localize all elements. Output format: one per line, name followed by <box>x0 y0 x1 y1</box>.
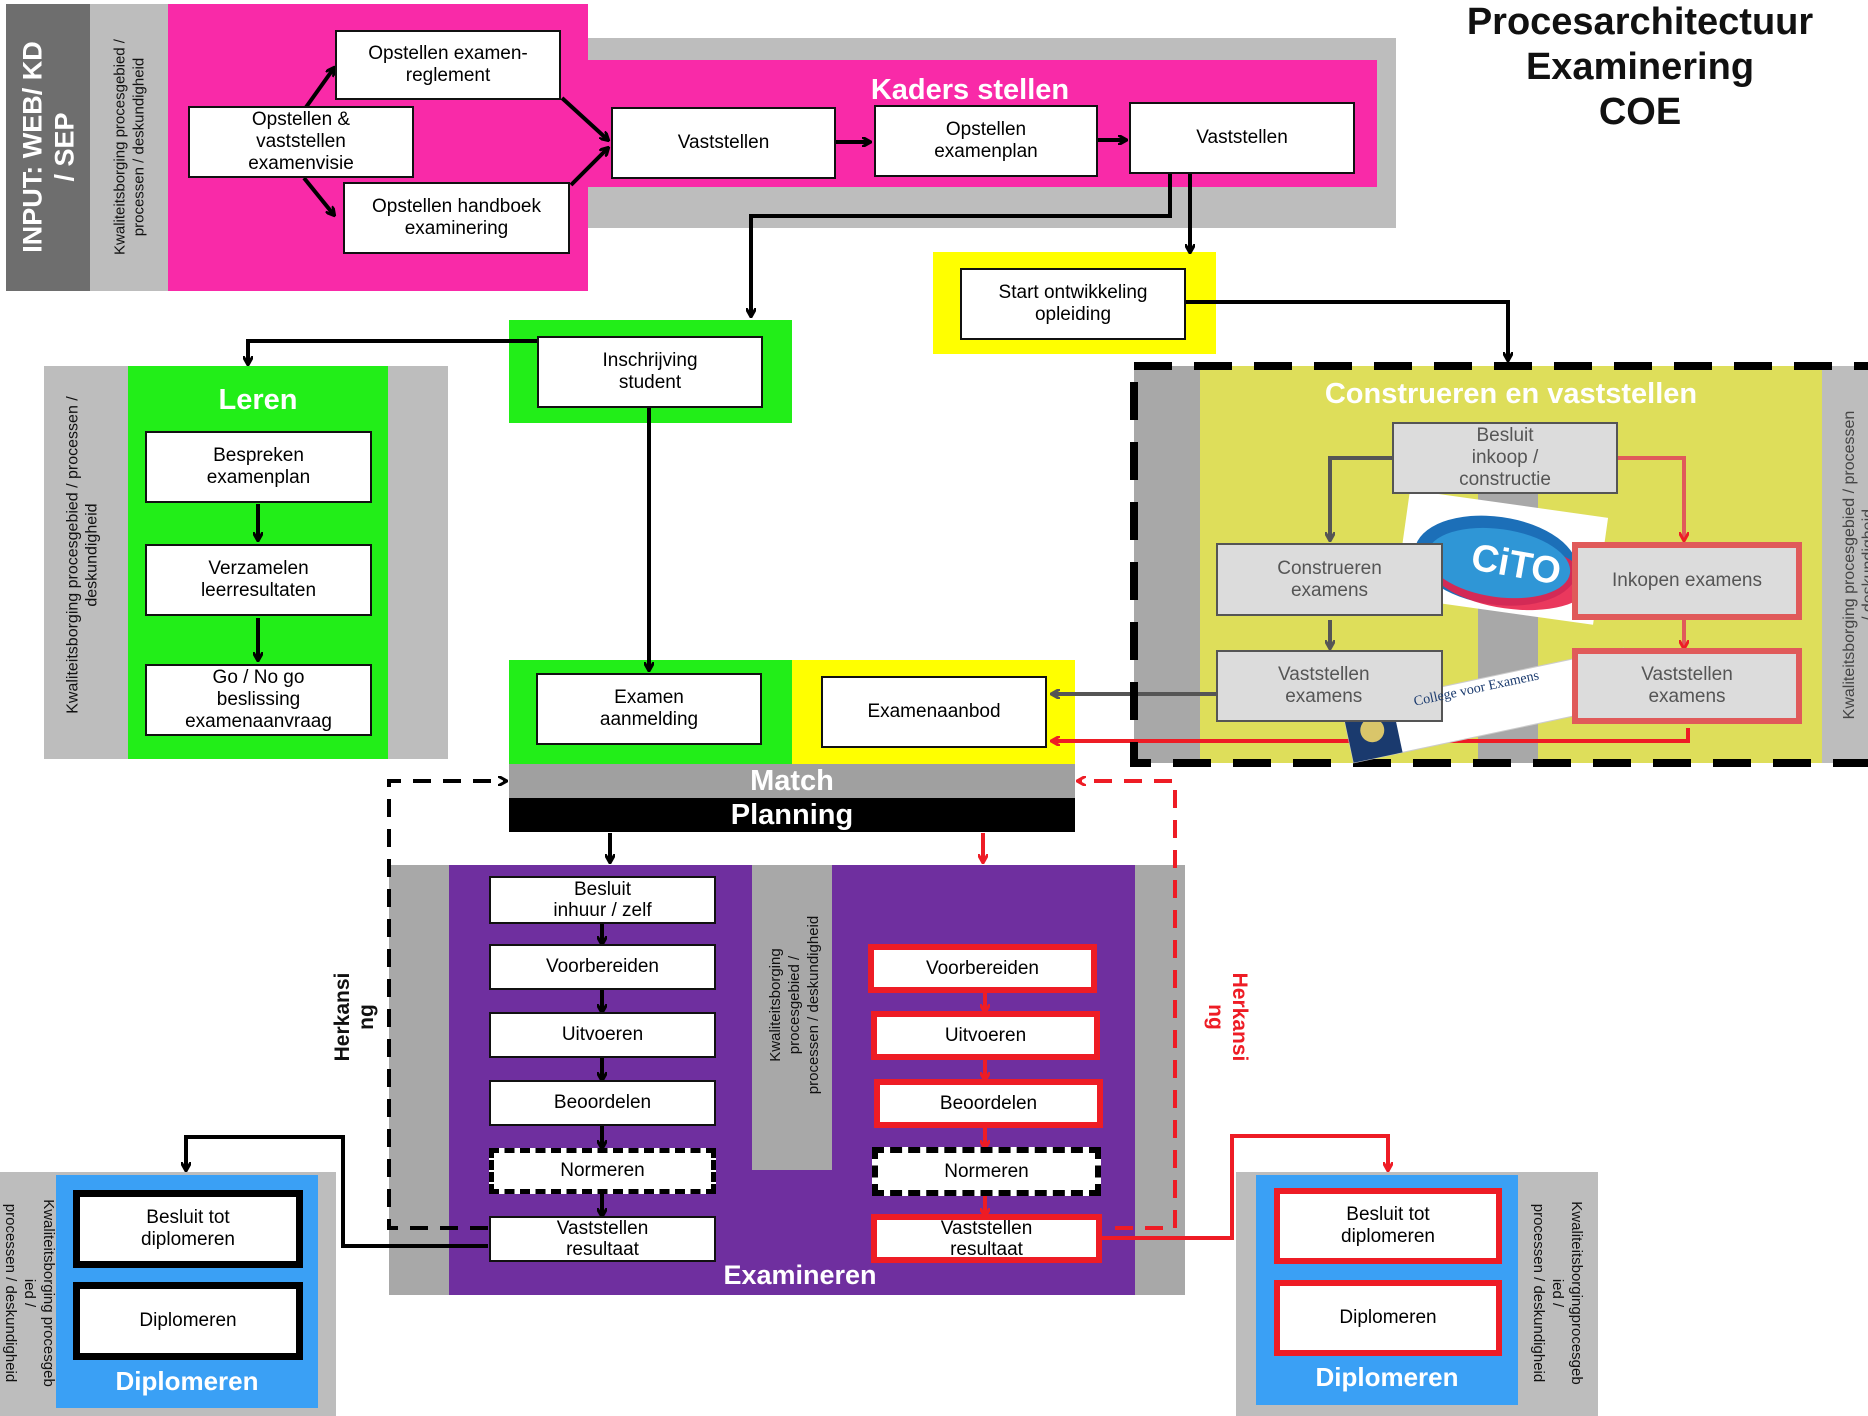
inkopen-examens-box: Inkopen examens <box>1572 542 1802 620</box>
herkansing-right-label: Herkansi ng <box>1204 972 1251 1062</box>
leren-title: Leren <box>218 384 298 416</box>
voorbereiden-left-box: Voorbereiden <box>489 944 716 990</box>
voorbereiden-right-box: Voorbereiden <box>868 944 1097 993</box>
input-panel <box>6 4 90 291</box>
kwaliteit-top-panel <box>90 4 168 291</box>
vaststellen-examens-left-box: Vaststellen examens <box>1216 650 1443 722</box>
beoordelen-left-box: Beoordelen <box>489 1080 716 1126</box>
examenaanbod-box: Examenaanbod <box>821 676 1047 748</box>
vaststellen-examens-right-box: Vaststellen examens <box>1572 648 1802 724</box>
dipl-left-title: Diplomeren <box>115 1366 259 1396</box>
diplomeren-left-box: Diplomeren <box>73 1282 303 1360</box>
construeren-examens-box: Construeren examens <box>1216 543 1443 616</box>
match-label: Match <box>750 765 834 797</box>
planning-bar <box>509 798 1075 832</box>
start-ontwikkeling-box: Start ontwikkeling opleiding <box>960 268 1186 340</box>
title-line-3: COE <box>1598 91 1682 133</box>
examen-aanmelding-box: Examen aanmelding <box>536 673 762 745</box>
normeren-right-box: Normeren <box>872 1147 1101 1196</box>
opstellen-examenplan-box: Opstellen examenplan <box>874 105 1098 177</box>
page-title: Procesarchitectuur Examinering COE <box>1420 0 1860 135</box>
beoordelen-right-box: Beoordelen <box>874 1079 1103 1128</box>
besluit-inkoop-box: Besluit inkoop / constructie <box>1392 422 1618 494</box>
examineren-title: Examineren <box>723 1260 877 1290</box>
title-line-2: Examinering <box>1525 46 1755 88</box>
bespreken-examenplan-box: Bespreken examenplan <box>145 431 372 503</box>
opstellen-reglement-box: Opstellen examen- reglement <box>335 30 561 100</box>
construeren-kwal-strip <box>1822 366 1868 763</box>
diplomeren-right-box: Diplomeren <box>1274 1280 1502 1356</box>
title-line-1: Procesarchitectuur <box>1466 1 1814 43</box>
normeren-left-box: Normeren <box>489 1148 716 1194</box>
vaststellen-resultaat-left-box: Vaststellen resultaat <box>489 1216 716 1262</box>
match-bar <box>509 764 1075 798</box>
dipl-right-title: Diplomeren <box>1315 1362 1459 1392</box>
herkansing-left-label: Herkansi ng <box>331 972 378 1062</box>
besluit-diplomeren-right-box: Besluit tot diplomeren <box>1274 1188 1502 1264</box>
opstellen-examenvisie-box: Opstellen & vaststellen examenvisie <box>188 106 414 178</box>
besluit-inhuur-box: Besluit inhuur / zelf <box>489 876 716 924</box>
uitvoeren-right-box: Uitvoeren <box>871 1011 1100 1060</box>
inschrijving-student-box: Inschrijving student <box>537 336 763 408</box>
opstellen-handboek-box: Opstellen handboek examinering <box>343 182 570 254</box>
kaders-title: Kaders stellen <box>870 74 1070 106</box>
cito-logo <box>1394 489 1609 625</box>
vaststellen-resultaat-right-box: Vaststellen resultaat <box>871 1214 1102 1263</box>
uitvoeren-left-box: Uitvoeren <box>489 1012 716 1058</box>
vaststellen-1-box: Vaststellen <box>611 107 836 179</box>
verzamelen-leerresultaten-box: Verzamelen leerresultaten <box>145 544 372 616</box>
go-nogo-box: Go / No go beslissing examenaanvraag <box>145 664 372 736</box>
vaststellen-2-box: Vaststellen <box>1129 102 1355 174</box>
besluit-diplomeren-left-box: Besluit tot diplomeren <box>73 1190 303 1268</box>
construeren-title: Construeren en vaststellen <box>1324 378 1698 410</box>
planning-label: Planning <box>730 799 854 831</box>
